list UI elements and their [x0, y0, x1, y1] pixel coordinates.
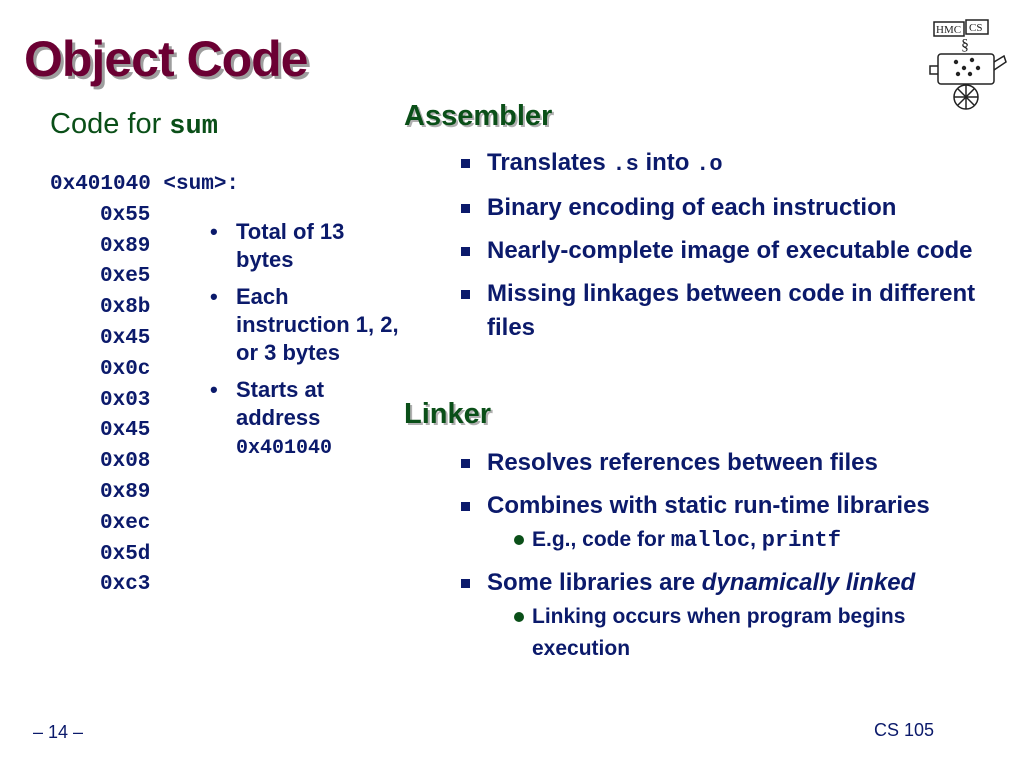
assembler-item-image: Nearly-complete image of executable code: [460, 234, 1005, 268]
assembler-list: Translates .s into .o Binary encoding of…: [460, 146, 1005, 354]
code-notes: Total of 13 bytes Each instruction 1, 2,…: [210, 218, 400, 472]
code-byte: 0xec: [100, 511, 151, 535]
code-byte: 0x89: [100, 480, 151, 504]
page-number: – 14 –: [33, 722, 84, 742]
code-heading: Code for sum: [50, 108, 218, 142]
note-item: Total of 13 bytes: [210, 218, 400, 274]
linker-sublist: Linking occurs when program begins execu…: [487, 601, 1005, 665]
code-byte: 0x0c: [100, 357, 151, 381]
code-byte: 0x89: [100, 234, 151, 258]
linker-heading: Linker: [404, 398, 492, 430]
start-address: 0x401040: [236, 437, 333, 460]
note-item: Each instruction 1, 2, or 3 bytes: [210, 283, 400, 367]
code-label-line: 0x401040 <sum>:: [50, 173, 240, 196]
assembler-heading: Assembler: [404, 100, 553, 132]
code-byte: 0x08: [100, 450, 151, 474]
linker-list: Resolves references between files Combin…: [460, 446, 1005, 674]
code-byte: 0x45: [100, 326, 151, 350]
assembler-item-missing: Missing linkages between code in differe…: [460, 277, 1005, 345]
code-byte: 0x5d: [100, 542, 151, 566]
linker-item-combines: Combines with static run-time libraries …: [460, 489, 1005, 557]
hmc-cs-logo: HMC CS §: [929, 19, 1007, 110]
linker-subitem-example: E.g., code for malloc, printf: [514, 524, 1005, 557]
slide-title: Object Code: [24, 31, 308, 87]
course-label: CS 105: [874, 720, 935, 740]
code-byte: 0x45: [100, 419, 151, 443]
function-name: sum: [169, 112, 218, 142]
code-byte: 0xc3: [100, 573, 151, 597]
assembler-item-translates: Translates .s into .o: [460, 146, 1005, 182]
linker-subitem-runtime: Linking occurs when program begins execu…: [514, 601, 1005, 665]
assembler-item-binary: Binary encoding of each instruction: [460, 191, 1005, 225]
svg-text:§: §: [961, 37, 969, 54]
note-item: Starts at address 0x401040: [210, 376, 400, 463]
code-byte: 0xe5: [100, 265, 151, 289]
linker-sublist: E.g., code for malloc, printf: [487, 524, 1005, 557]
svg-text:CS: CS: [969, 22, 982, 34]
object-code-listing: 0x401040 <sum>: 0x55 0x89 0xe5 0x8b 0x45…: [50, 170, 239, 601]
linker-item-resolves: Resolves references between files: [460, 446, 1005, 480]
linker-item-dynamic: Some libraries are dynamically linked Li…: [460, 566, 1005, 665]
code-byte: 0x8b: [100, 296, 151, 320]
svg-text:HMC: HMC: [936, 24, 961, 36]
code-byte: 0x03: [100, 388, 151, 412]
code-byte: 0x55: [100, 203, 151, 227]
